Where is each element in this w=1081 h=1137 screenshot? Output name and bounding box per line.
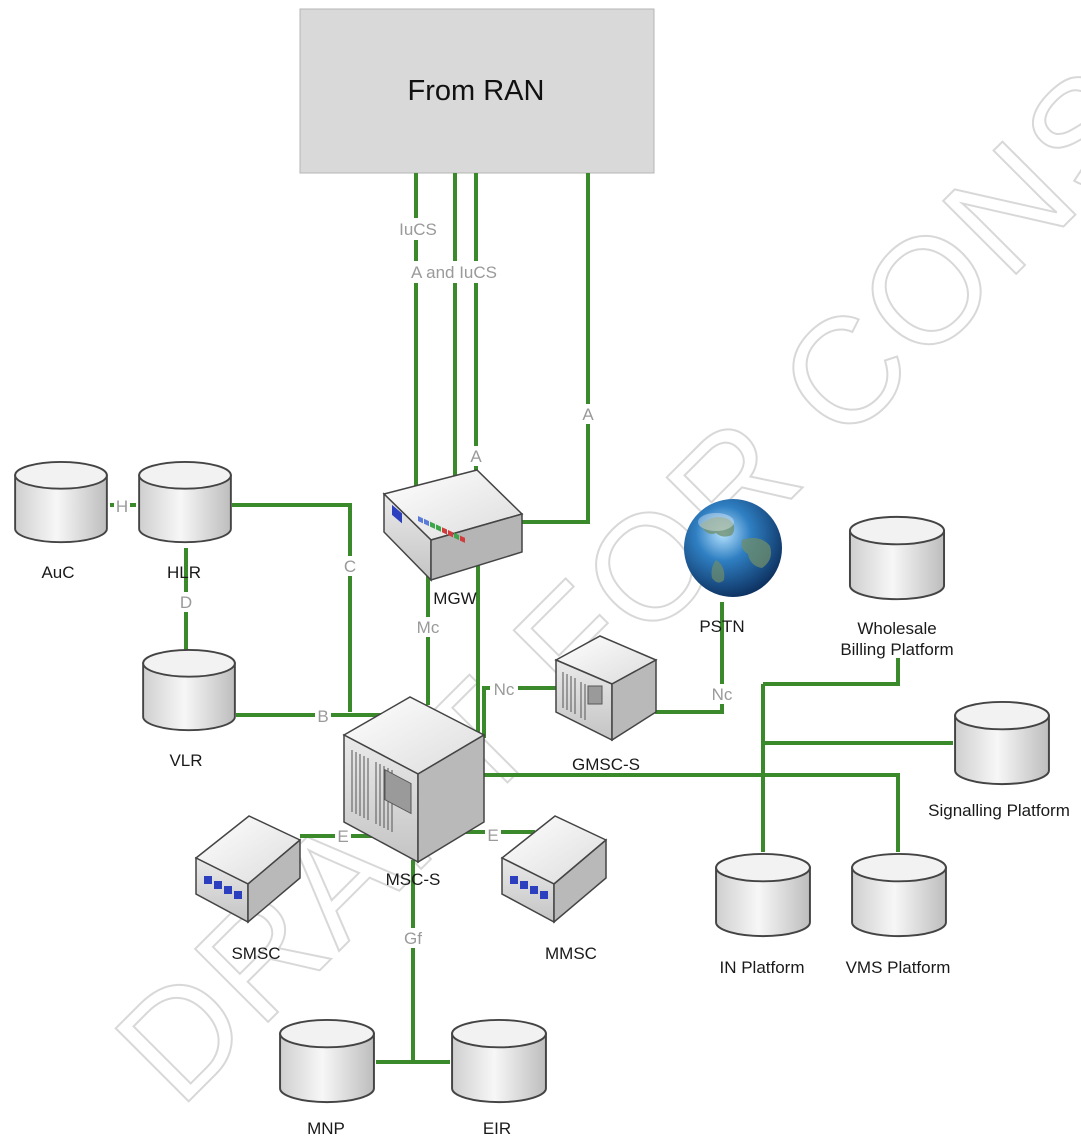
- vms-label: VMS Platform: [846, 958, 951, 977]
- smsc-node: SMSC: [194, 815, 302, 963]
- mgw-node: MGW: [382, 469, 524, 608]
- a-label-mgw: A: [470, 447, 482, 466]
- e-label-smsc: E: [337, 827, 348, 846]
- ran-box: From RAN: [299, 8, 655, 174]
- msc-node: MSC-S: [342, 696, 486, 889]
- mnp-database-icon: [279, 1018, 375, 1104]
- ran-box-label: From RAN: [408, 75, 545, 107]
- vlr-label: VLR: [169, 751, 202, 770]
- pstn-label: PSTN: [699, 617, 744, 636]
- smsc-label: SMSC: [231, 944, 280, 963]
- in-platform-label: IN Platform: [719, 958, 804, 977]
- nc-label-gmsc: Nc: [494, 680, 515, 699]
- signalling-label: Signalling Platform: [928, 801, 1070, 820]
- mc-label: Mc: [417, 618, 440, 637]
- vms-database-icon: [851, 852, 947, 938]
- gmsc-node: GMSC-S: [554, 635, 658, 774]
- vlr-node: VLR: [142, 648, 236, 770]
- auc-label: AuC: [41, 563, 74, 582]
- msc-server-icon: [342, 696, 486, 864]
- in-platform-node: IN Platform: [715, 852, 811, 977]
- gmsc-label: GMSC-S: [572, 755, 640, 774]
- mmsc-node: MMSC: [500, 815, 608, 963]
- auc-database-icon: [14, 460, 108, 544]
- b-label: B: [317, 707, 328, 726]
- mnp-label: MNP: [307, 1119, 345, 1137]
- iucs-label: IuCS: [399, 220, 437, 239]
- smsc-device-icon: [194, 815, 302, 924]
- interface-labels: IuCS A and IuCS A A H C D Mc Nc Nc B E E…: [114, 218, 736, 948]
- signalling-node: Signalling Platform: [928, 700, 1070, 820]
- wholesale-label-line2: Billing Platform: [840, 640, 953, 659]
- vlr-database-icon: [142, 648, 236, 732]
- signalling-database-icon: [954, 700, 1050, 786]
- eir-node: EIR: [451, 1018, 547, 1137]
- a-iucs-label: A and IuCS: [411, 263, 497, 282]
- hlr-database-icon: [138, 460, 232, 544]
- mmsc-device-icon: [500, 815, 608, 924]
- wholesale-node: Wholesale Billing Platform: [840, 515, 954, 659]
- hlr-node: HLR: [138, 460, 232, 582]
- h-label: H: [116, 497, 128, 516]
- hlr-label: HLR: [167, 563, 201, 582]
- wholesale-database-icon: [848, 515, 946, 601]
- mmsc-label: MMSC: [545, 944, 597, 963]
- gmsc-server-icon: [554, 635, 658, 742]
- nc-label-pstn: Nc: [712, 685, 733, 704]
- d-label: D: [180, 593, 192, 612]
- mnp-node: MNP: [279, 1018, 375, 1137]
- gf-label: Gf: [404, 929, 422, 948]
- a-label-right: A: [582, 405, 594, 424]
- wholesale-label-line1: Wholesale: [857, 619, 936, 638]
- pstn-globe-icon: [684, 499, 782, 597]
- eir-label: EIR: [483, 1119, 511, 1137]
- mgw-label: MGW: [433, 589, 476, 608]
- c-label: C: [344, 557, 356, 576]
- auc-node: AuC: [14, 460, 108, 582]
- e-label-mmsc: E: [487, 826, 498, 845]
- vms-node: VMS Platform: [846, 852, 951, 977]
- msc-label: MSC-S: [386, 870, 441, 889]
- pstn-node: PSTN: [684, 499, 782, 636]
- eir-database-icon: [451, 1018, 547, 1104]
- in-platform-database-icon: [715, 852, 811, 938]
- mgw-device-icon: [382, 469, 524, 582]
